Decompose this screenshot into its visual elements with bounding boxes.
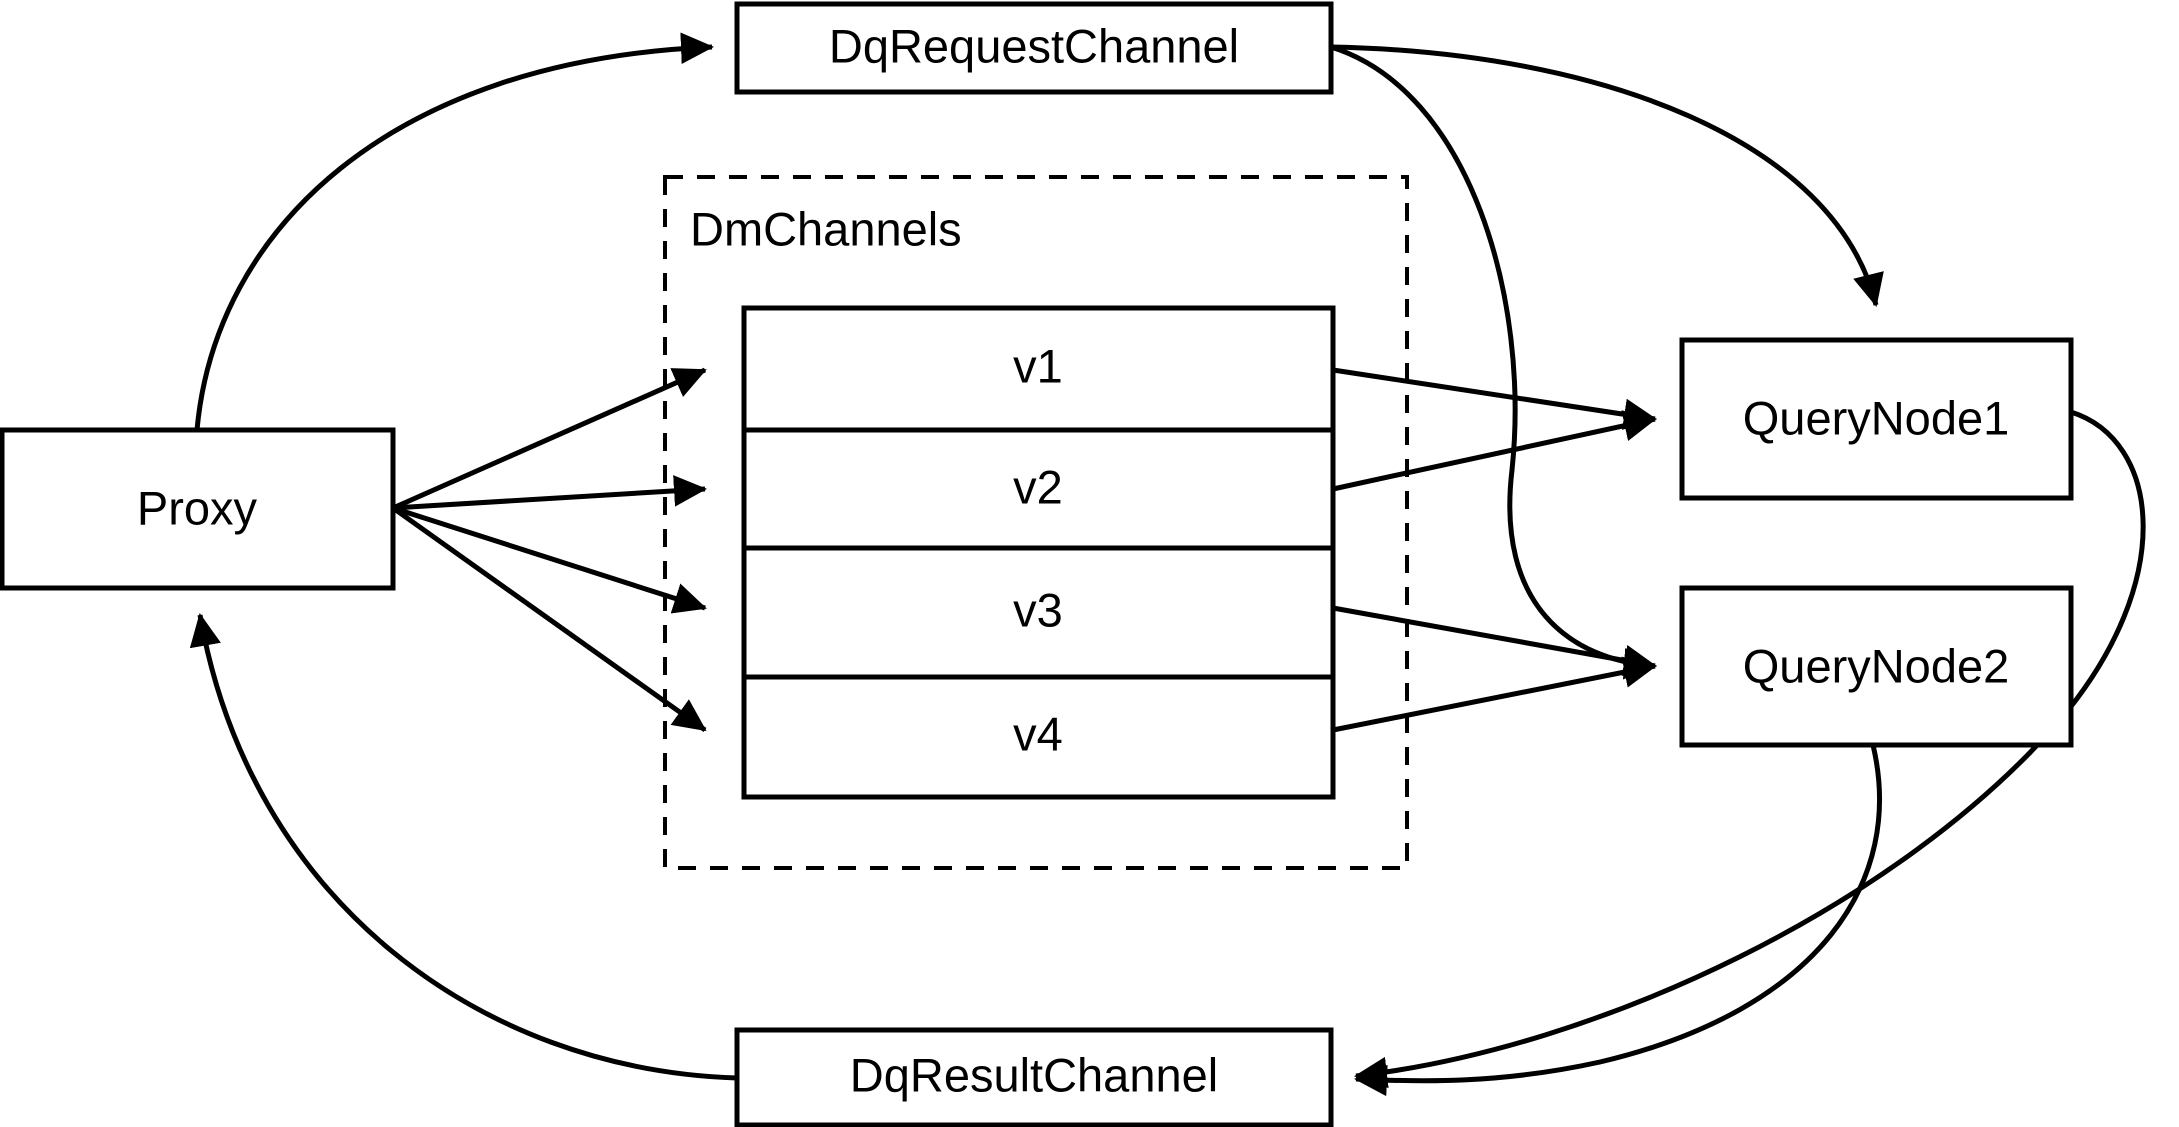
node-proxy-border (0, 427, 396, 591)
edge-proxy-to-dq-request-channel (194, 32, 714, 431)
edge-dq-result-channel-to-proxy (189, 613, 738, 1081)
edge-proxy-to-v4 (391, 505, 707, 733)
channel-label-v3: v3 (1013, 583, 1063, 636)
node-dq-request-channel-label: DqRequestChannel (829, 19, 1239, 72)
node-query-node-2-border (1679, 585, 2074, 748)
node-dq-result-channel-border (734, 1027, 1334, 1127)
dm-channels-stack-border (741, 305, 1336, 800)
node-dq-request-channel-border (734, 1, 1334, 95)
dm-channels-group-border (663, 175, 1409, 870)
node-dq-result-channel[interactable]: DqResultChannel (734, 1027, 1334, 1127)
dm-channels-group-label: DmChannels (690, 202, 962, 255)
edge-v4-to-query-node-2 (1332, 656, 1657, 733)
channel-label-v4: v4 (1013, 707, 1063, 760)
node-query-node-1-border (1679, 337, 2074, 501)
edge-proxy-to-v2 (392, 475, 707, 511)
edge-v2-to-query-node-1 (1332, 410, 1657, 492)
edge-query-node-2-to-dq-result-channel (1354, 744, 1883, 1097)
node-proxy-label: Proxy (137, 481, 258, 534)
channel-row-v2[interactable]: v2 (1013, 460, 1063, 513)
channel-label-v2: v2 (1013, 460, 1063, 513)
node-query-node-2[interactable]: QueryNode2 (1679, 585, 2074, 748)
node-query-node-1[interactable]: QueryNode1 (1679, 337, 2074, 501)
channel-row-v4[interactable]: v4 (1013, 707, 1063, 760)
node-query-node-2-label: QueryNode2 (1743, 639, 2010, 692)
edge-dq-request-channel-to-query-node-2 (1330, 44, 1657, 680)
edge-v1-to-query-node-1 (1332, 367, 1657, 430)
node-query-node-1-label: QueryNode1 (1743, 391, 2010, 444)
edge-query-node-1-to-dq-result-channel (1354, 409, 2146, 1089)
node-dq-request-channel[interactable]: DqRequestChannel (734, 1, 1334, 95)
channel-row-v3[interactable]: v3 (1013, 583, 1063, 636)
edge-proxy-to-v3 (392, 505, 707, 614)
edge-dq-request-channel-to-query-node-1 (1330, 44, 1884, 307)
channel-label-v1: v1 (1013, 339, 1063, 392)
dm-channels-group: DmChannels (663, 175, 1409, 870)
dm-channels-stack: v1 v2 v3 v4 (741, 305, 1336, 800)
channel-row-v1[interactable]: v1 (1013, 339, 1063, 392)
node-dq-result-channel-label: DqResultChannel (850, 1048, 1218, 1101)
node-proxy[interactable]: Proxy (0, 427, 396, 591)
edge-proxy-to-v1 (391, 367, 707, 511)
